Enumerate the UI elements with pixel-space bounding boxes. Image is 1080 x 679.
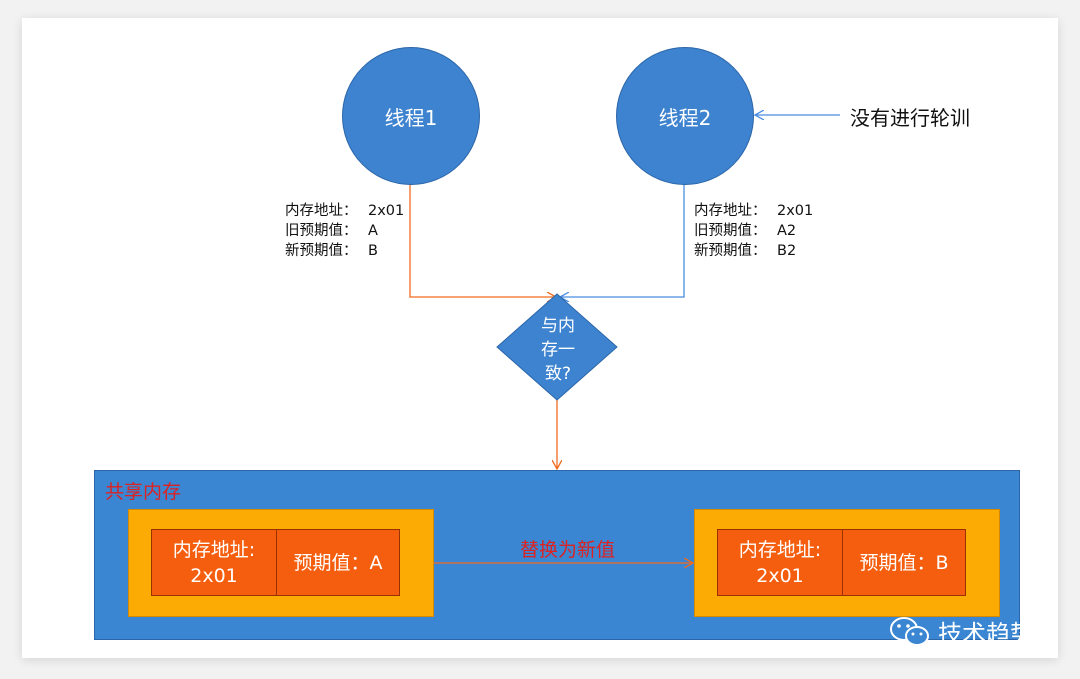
old-expected-value: A2 xyxy=(777,223,797,239)
new-expected-value: B2 xyxy=(777,243,797,259)
thread2-info: 内存地址： 2x01 旧预期值： A2 新预期值： B2 xyxy=(694,201,813,261)
thread1-node: 线程1 xyxy=(342,47,480,185)
decision-line2: 存一 xyxy=(541,340,575,360)
shared-memory-title: 共享内存 xyxy=(105,481,182,503)
replace-label: 替换为新值 xyxy=(520,539,616,561)
thread2-node: 线程2 xyxy=(616,47,754,185)
decision-label: 与内 存一 致? xyxy=(526,314,590,386)
decision-diamond xyxy=(496,293,618,401)
memory-cell-old: 内存地址: 2x01 预期值：A xyxy=(151,529,400,596)
wechat-icon xyxy=(890,616,929,646)
thread2-connector xyxy=(560,180,685,297)
expected-value-new: 预期值：B xyxy=(859,551,949,574)
address-value: 2x01 xyxy=(777,203,814,219)
memory-address-old: 内存地址: 2x01 xyxy=(152,530,277,595)
memory-address-value: 2x01 xyxy=(190,564,238,587)
address-key: 内存地址： xyxy=(285,203,358,219)
old-expected-key: 旧预期值： xyxy=(694,223,767,239)
old-expected-value: A xyxy=(368,223,378,239)
memory-cell-new: 内存地址: 2x01 预期值：B xyxy=(717,529,966,596)
memory-address-new: 内存地址: 2x01 xyxy=(718,530,843,595)
expected-value-old: 预期值：A xyxy=(293,551,383,574)
old-expected-key: 旧预期值： xyxy=(285,223,358,239)
decision-line3: 致? xyxy=(544,364,572,384)
decision-line1: 与内 xyxy=(541,316,575,336)
address-value: 2x01 xyxy=(368,203,405,219)
thread1-info: 内存地址： 2x01 旧预期值： A 新预期值： B xyxy=(285,201,404,261)
new-expected-key: 新预期值： xyxy=(285,243,358,259)
memory-address-label: 内存地址: xyxy=(738,538,822,561)
address-key: 内存地址： xyxy=(694,203,767,219)
watermark: 技术趋势 xyxy=(888,614,1034,649)
memory-address-value: 2x01 xyxy=(756,564,804,587)
new-expected-key: 新预期值： xyxy=(694,243,767,259)
memory-address-label: 内存地址: xyxy=(172,538,256,561)
watermark-text: 技术趋势 xyxy=(938,620,1034,648)
no-polling-note: 没有进行轮训 xyxy=(850,106,970,130)
thread1-connector xyxy=(409,180,556,297)
new-expected-value: B xyxy=(368,243,378,259)
